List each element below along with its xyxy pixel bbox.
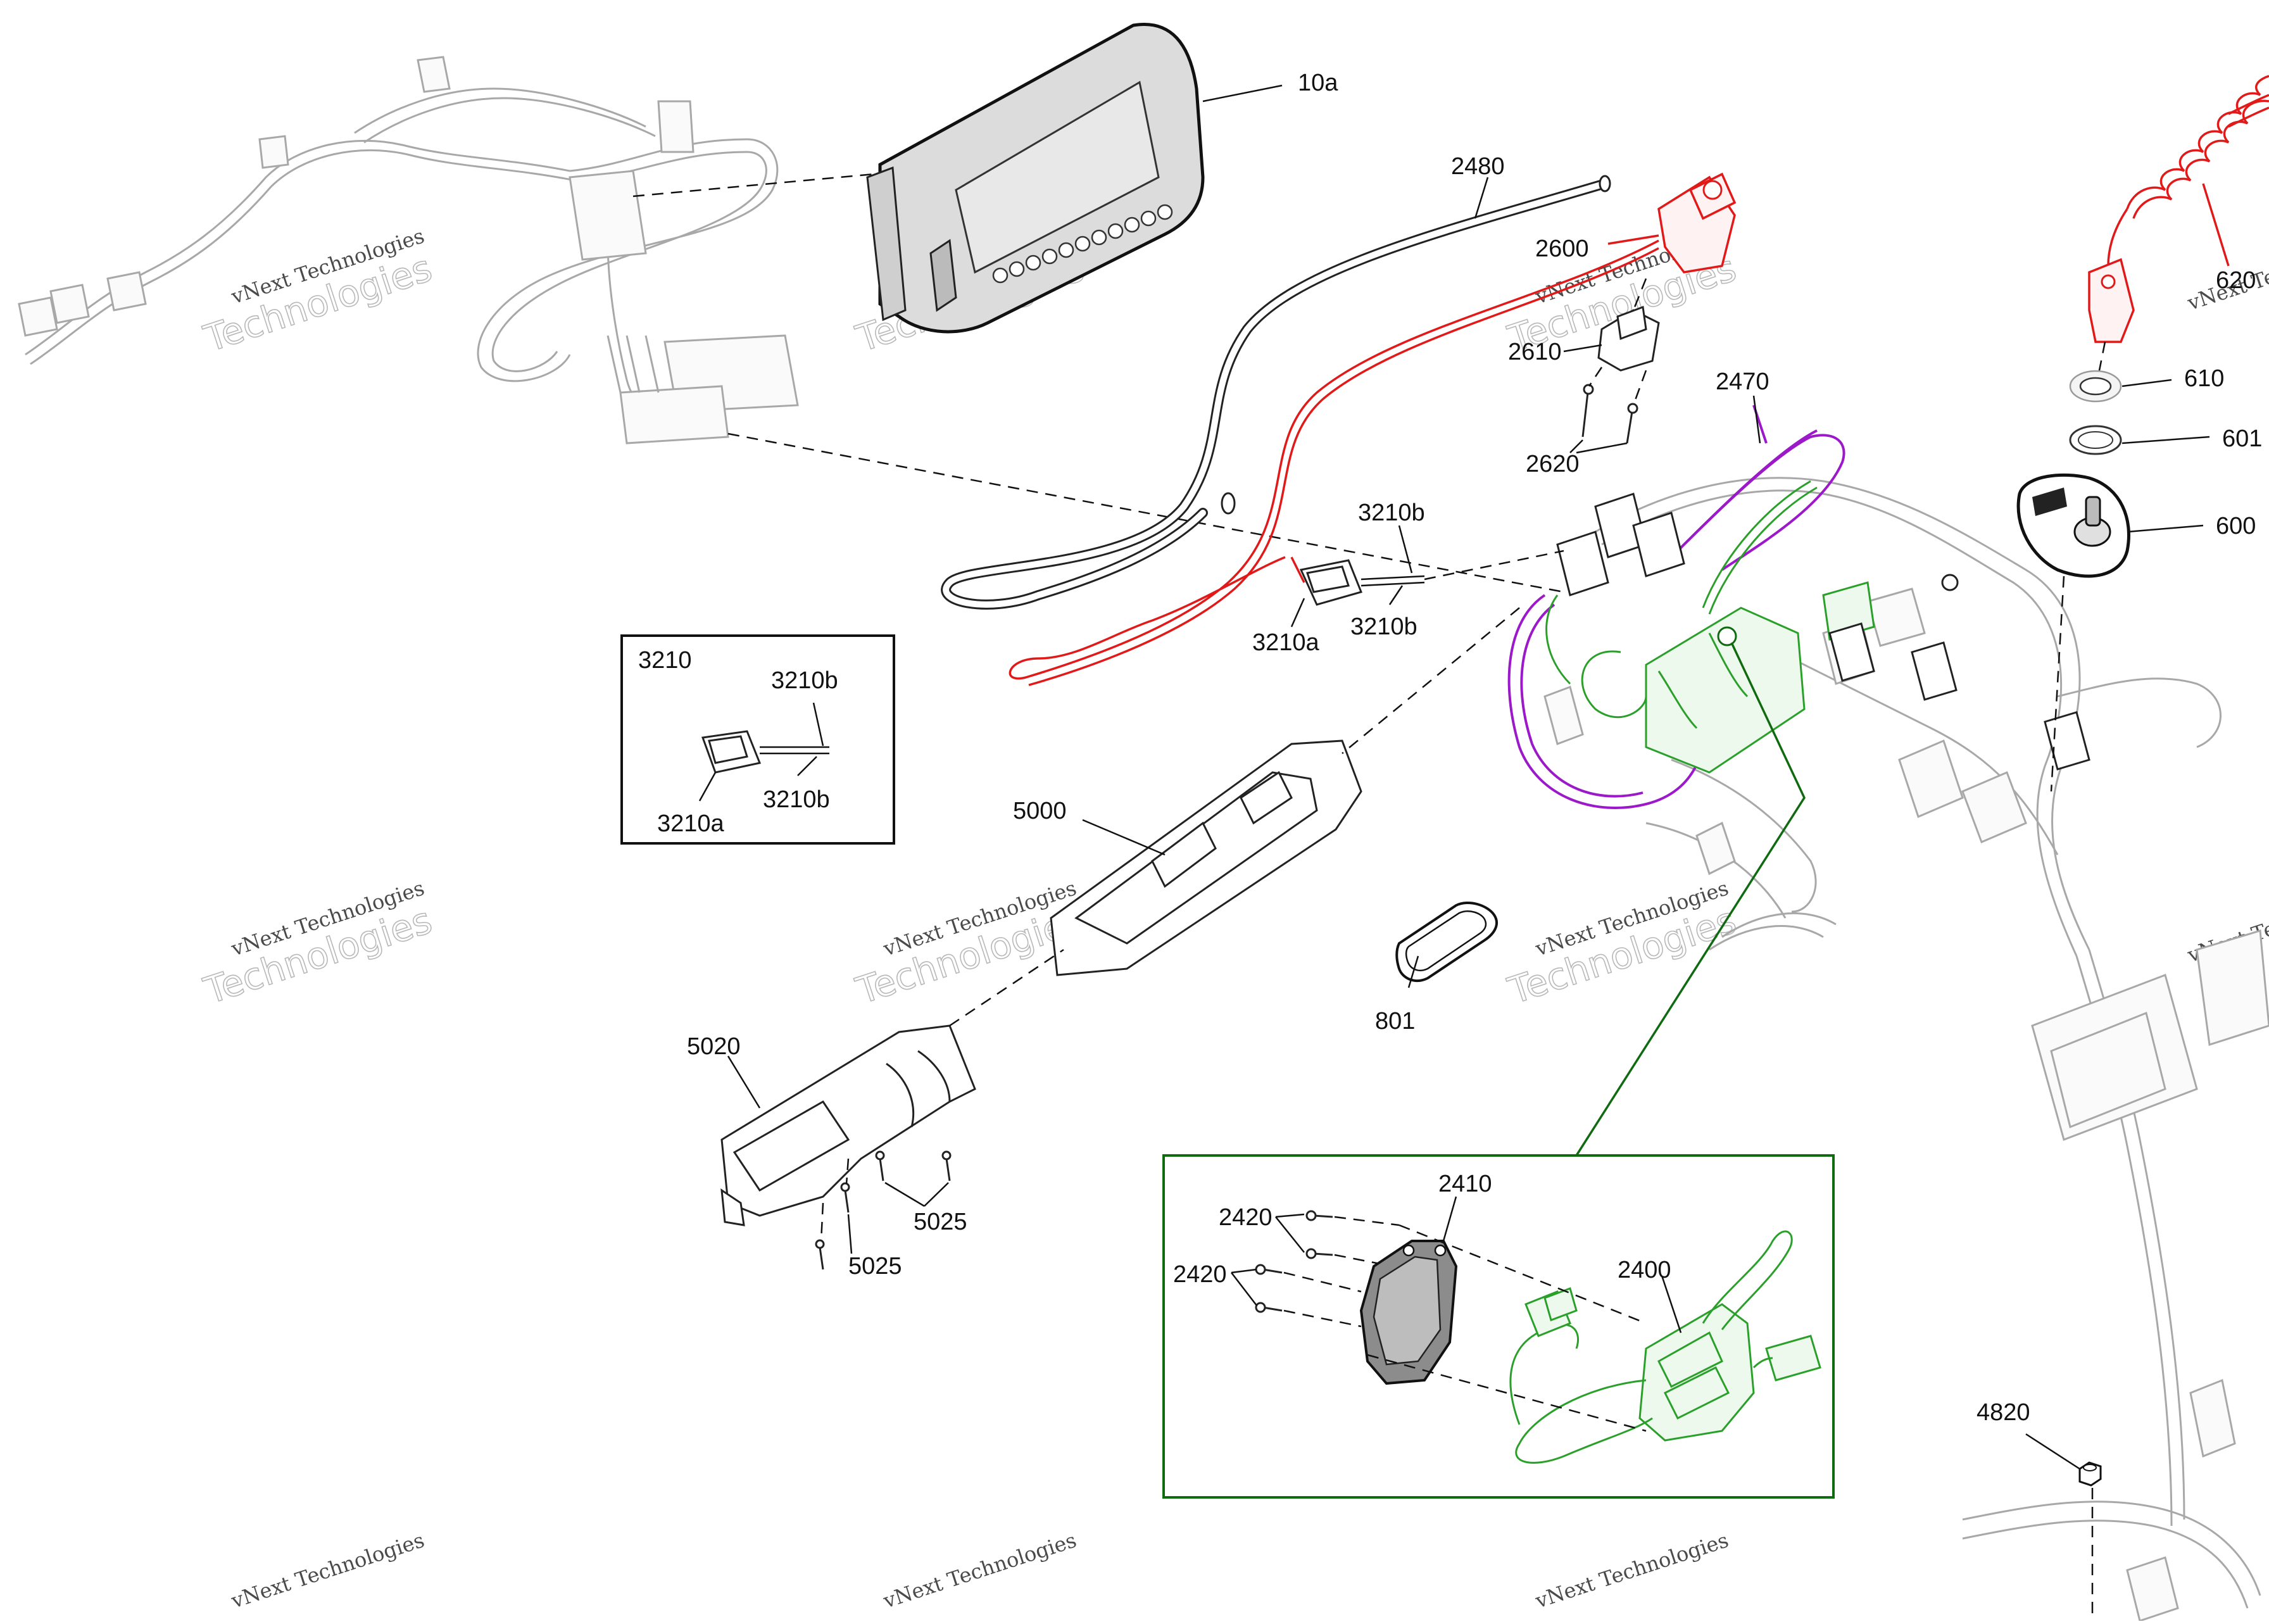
screws-5025 bbox=[815, 1150, 952, 1270]
leader-801 bbox=[1407, 955, 1419, 988]
callout-3210b-bottom: 3210b bbox=[1350, 614, 1417, 640]
leader-4820 bbox=[2025, 1433, 2080, 1470]
callout-2470: 2470 bbox=[1716, 368, 1769, 395]
ignition-600 bbox=[2016, 473, 2130, 578]
coil-cord-620 bbox=[2088, 75, 2269, 374]
nut-610 bbox=[2069, 370, 2122, 403]
inset-3210: 3210 3210b 3210b 3210a bbox=[620, 634, 895, 845]
watermark-small: vNext Technologies bbox=[1532, 1528, 1732, 1613]
leader-2600 bbox=[1607, 234, 1659, 245]
callout-2480: 2480 bbox=[1451, 153, 1505, 180]
dash-line bbox=[632, 173, 874, 198]
callout-600: 600 bbox=[2216, 513, 2256, 539]
leader-601 bbox=[2121, 436, 2210, 444]
callout-601: 601 bbox=[2222, 425, 2262, 452]
main-harness-ghost bbox=[1595, 477, 2269, 1622]
inset-2400-callout-2410: 2410 bbox=[1438, 1171, 1492, 1197]
watermark-small: vNext Technologies bbox=[228, 1528, 427, 1613]
leader-620 bbox=[2202, 183, 2230, 267]
nut-4820 bbox=[2078, 1461, 2102, 1621]
dash-line bbox=[727, 432, 1564, 593]
callout-3210a: 3210a bbox=[1252, 629, 1320, 656]
inset-3210-callout-3210b-bottom: 3210b bbox=[763, 786, 830, 813]
callout-4820: 4820 bbox=[1977, 1399, 2030, 1426]
callout-5020: 5020 bbox=[687, 1033, 741, 1060]
inset-3210-title: 3210 bbox=[638, 647, 692, 674]
screws-2620 bbox=[1581, 367, 1647, 444]
leader-2610 bbox=[1563, 344, 1602, 353]
leader-2480 bbox=[1474, 177, 1489, 219]
inset-2400-callout-2400: 2400 bbox=[1618, 1257, 1671, 1283]
leader-2620 bbox=[1576, 442, 1628, 454]
leader-5025 bbox=[924, 1182, 949, 1207]
gasket-801 bbox=[1395, 902, 1498, 982]
cable-2600 bbox=[1009, 172, 1737, 686]
callout-10a: 10a bbox=[1298, 70, 1338, 96]
callout-5025-a: 5025 bbox=[914, 1209, 967, 1235]
switch-2400 bbox=[1367, 1224, 1821, 1464]
switch-assembly-2400-installed bbox=[1545, 480, 1875, 774]
callout-2610: 2610 bbox=[1508, 339, 1562, 365]
callout-2620: 2620 bbox=[1526, 451, 1580, 477]
inset-2400-callout-2420-bottom: 2420 bbox=[1173, 1261, 1227, 1288]
inset-2400: 2420 2420 2410 2400 bbox=[1162, 1154, 1835, 1499]
inset-3210-callout-3210a: 3210a bbox=[657, 810, 725, 837]
leader-green-inset bbox=[1575, 642, 1806, 1156]
callout-3210b-top: 3210b bbox=[1358, 500, 1425, 526]
leader-10a bbox=[1202, 84, 1283, 103]
callout-610: 610 bbox=[2184, 365, 2224, 392]
callout-620: 620 bbox=[2216, 267, 2256, 294]
watermark-small: vNext Technologies bbox=[880, 1528, 1079, 1613]
inset-2400-callout-2420-top: 2420 bbox=[1219, 1204, 1273, 1231]
leader-2470 bbox=[1752, 395, 1761, 444]
dash-line bbox=[2050, 576, 2065, 792]
display-10a bbox=[866, 23, 1205, 334]
switch-2610 bbox=[1597, 278, 1660, 372]
screws-2420 bbox=[1255, 1210, 1400, 1328]
callout-5025-b: 5025 bbox=[848, 1253, 902, 1280]
leader-600 bbox=[2127, 524, 2204, 533]
tube-2480 bbox=[941, 175, 1611, 610]
callout-801: 801 bbox=[1375, 1008, 1415, 1035]
harness-2470 bbox=[1507, 405, 1845, 809]
connector-3210 bbox=[1299, 550, 1564, 606]
dash-harness-ghost bbox=[18, 56, 799, 444]
cover-2410 bbox=[1359, 1240, 1458, 1385]
leader-5020 bbox=[727, 1055, 761, 1109]
leader-3210a bbox=[1290, 598, 1305, 627]
inset-3210-callout-3210b-top: 3210b bbox=[771, 667, 838, 694]
leader-5025 bbox=[884, 1181, 925, 1207]
leader-5025 bbox=[847, 1214, 853, 1254]
leader-610 bbox=[2121, 379, 2172, 387]
leader-3210b-bottom bbox=[1388, 585, 1404, 605]
panel-5000 bbox=[1050, 607, 1520, 976]
leader-3210b-top bbox=[1398, 525, 1413, 574]
harness-connectors bbox=[1556, 493, 2090, 771]
leader-5000 bbox=[1082, 819, 1166, 856]
leader-2620 bbox=[1569, 439, 1583, 453]
washer-601 bbox=[2069, 425, 2122, 455]
bracket-5020 bbox=[720, 948, 1064, 1226]
callout-2600: 2600 bbox=[1535, 236, 1589, 262]
callout-5000: 5000 bbox=[1013, 798, 1067, 824]
